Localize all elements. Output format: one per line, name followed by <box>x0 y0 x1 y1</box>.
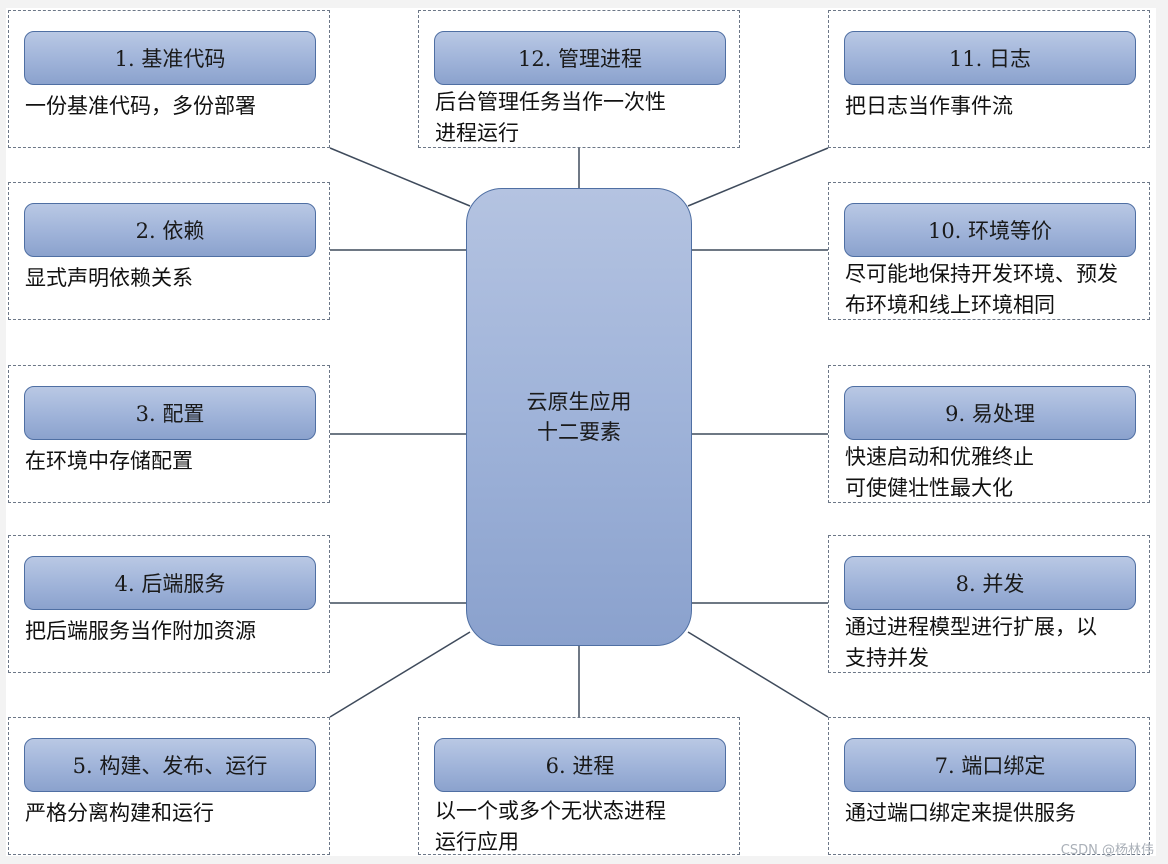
factor-card-processes: 6. 进程 以一个或多个无状态进程 运行应用 <box>418 717 740 855</box>
factor-card-concurrency: 8. 并发 通过进程模型进行扩展，以 支持并发 <box>828 535 1150 673</box>
factor-description: 严格分离构建和运行 <box>25 801 214 825</box>
factor-card-dependencies: 2. 依赖 显式声明依赖关系 <box>8 182 330 320</box>
factor-title: 7. 端口绑定 <box>844 738 1136 792</box>
factor-description: 尽可能地保持开发环境、预发 布环境和线上环境相同 <box>845 262 1118 317</box>
factor-title: 12. 管理进程 <box>434 31 726 85</box>
factor-card-port-binding: 7. 端口绑定 通过端口绑定来提供服务 <box>828 717 1150 855</box>
factor-title: 10. 环境等价 <box>844 203 1136 257</box>
watermark: CSDN @杨林伟 <box>1060 843 1154 858</box>
factor-card-dev-prod-parity: 10. 环境等价 尽可能地保持开发环境、预发 布环境和线上环境相同 <box>828 182 1150 320</box>
center-node: 云原生应用 十二要素 <box>466 188 692 646</box>
factor-title: 2. 依赖 <box>24 203 316 257</box>
factor-description: 显式声明依赖关系 <box>25 266 193 290</box>
factor-title: 3. 配置 <box>24 386 316 440</box>
factor-card-admin-processes: 12. 管理进程 后台管理任务当作一次性 进程运行 <box>418 10 740 148</box>
factor-description: 通过端口绑定来提供服务 <box>845 801 1076 825</box>
connector-1 <box>329 147 471 207</box>
factor-title: 8. 并发 <box>844 556 1136 610</box>
factor-description: 后台管理任务当作一次性 进程运行 <box>435 90 666 145</box>
factor-title: 1. 基准代码 <box>24 31 316 85</box>
factor-description: 快速启动和优雅终止 可使健壮性最大化 <box>845 445 1034 500</box>
factor-title: 6. 进程 <box>434 738 726 792</box>
factor-card-disposability: 9. 易处理 快速启动和优雅终止 可使健壮性最大化 <box>828 365 1150 503</box>
connector-11 <box>687 147 829 207</box>
factor-title: 11. 日志 <box>844 31 1136 85</box>
factor-card-logs: 11. 日志 把日志当作事件流 <box>828 10 1150 148</box>
center-title-line1: 云原生应用 <box>526 390 632 414</box>
connector-5 <box>329 631 471 718</box>
factor-description: 把日志当作事件流 <box>845 94 1013 118</box>
factor-description: 通过进程模型进行扩展，以 支持并发 <box>845 615 1097 670</box>
factor-card-build-release-run: 5. 构建、发布、运行 严格分离构建和运行 <box>8 717 330 855</box>
center-title-line2: 十二要素 <box>537 420 621 444</box>
factor-card-codebase: 1. 基准代码 一份基准代码，多份部署 <box>8 10 330 148</box>
factor-description: 在环境中存储配置 <box>25 449 193 473</box>
factor-description: 把后端服务当作附加资源 <box>25 619 256 643</box>
connector-7 <box>687 631 829 718</box>
factor-title: 9. 易处理 <box>844 386 1136 440</box>
factor-title: 5. 构建、发布、运行 <box>24 738 316 792</box>
factor-card-backing-services: 4. 后端服务 把后端服务当作附加资源 <box>8 535 330 673</box>
factor-description: 一份基准代码，多份部署 <box>25 94 256 118</box>
factor-card-config: 3. 配置 在环境中存储配置 <box>8 365 330 503</box>
factor-title: 4. 后端服务 <box>24 556 316 610</box>
factor-description: 以一个或多个无状态进程 运行应用 <box>435 799 666 854</box>
